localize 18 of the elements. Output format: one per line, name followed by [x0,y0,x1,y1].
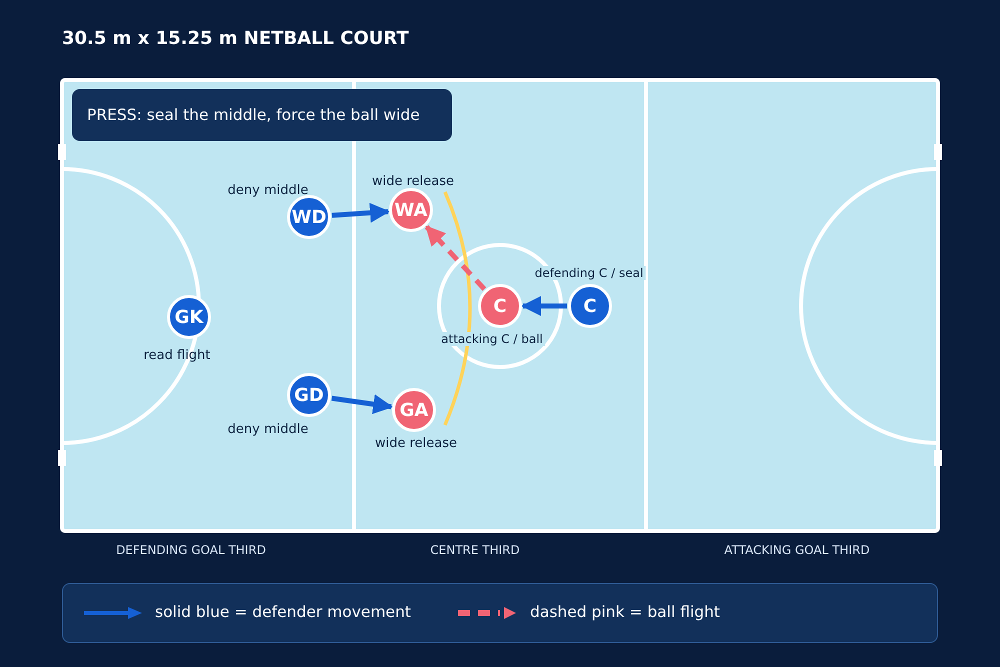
arrow [521,296,567,316]
player-caption: attacking C / ball [439,332,545,346]
player-caption: read flight [144,348,210,363]
player-caption: wide release [374,436,458,451]
arrow [331,394,394,414]
player-caption: wide release [372,174,454,189]
arrow [424,225,486,291]
note-box: PRESS: seal the middle, force the ball wide [72,89,452,141]
zone-label: DEFENDING GOAL THIRD [116,543,266,557]
player-caption: deny middle [228,422,308,437]
title: 30.5 m x 15.25 m NETBALL COURT [62,28,409,49]
zone-label: CENTRE THIRD [430,543,520,557]
player-caption: defending C / seal [532,266,646,280]
legend-text: solid blue = defender movement [155,603,411,621]
zone-label: ATTACKING GOAL THIRD [724,543,870,557]
player-caption: deny middle [228,183,308,198]
arrow [332,202,390,223]
legend-text: dashed pink = ball flight [530,603,720,621]
